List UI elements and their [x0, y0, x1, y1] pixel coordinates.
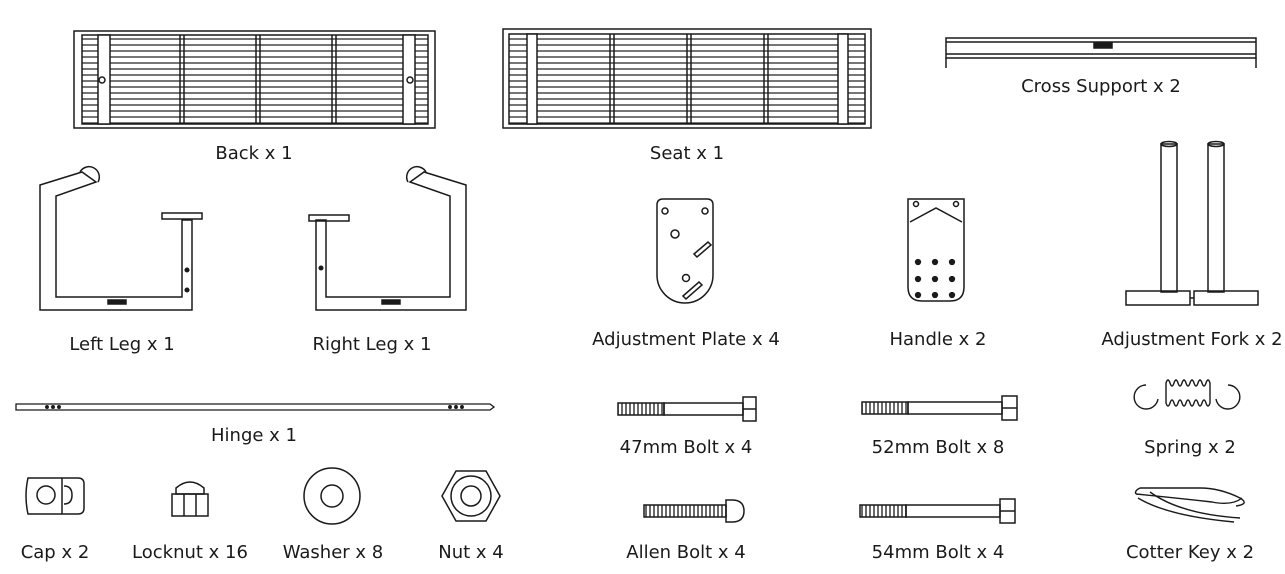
right-leg-drawing: [309, 167, 466, 310]
allen-bolt-drawing: [644, 500, 744, 522]
label-back: Back x 1: [215, 143, 293, 164]
label-bolt-47mm: 47mm Bolt x 4: [619, 437, 753, 458]
bolt-54mm-drawing: [860, 499, 1015, 523]
left-leg-drawing: [40, 167, 202, 310]
label-seat: Seat x 1: [649, 143, 725, 164]
label-nut: Nut x 4: [438, 542, 504, 563]
adjustment-fork-drawing: [1126, 142, 1258, 306]
cotter-key-drawing: [1136, 488, 1245, 522]
hinge-drawing: [16, 404, 494, 410]
label-right-leg: Right Leg x 1: [312, 334, 432, 355]
label-hinge: Hinge x 1: [211, 425, 297, 446]
cross-support-drawing: [946, 38, 1256, 68]
seat-panel-drawing: [503, 29, 871, 128]
label-cross-support: Cross Support x 2: [1021, 76, 1181, 97]
cap-drawing: [26, 478, 84, 514]
label-spring: Spring x 2: [1144, 437, 1236, 458]
bolt-52mm-drawing: [862, 396, 1017, 420]
label-adjustment-fork: Adjustment Fork x 2: [1101, 329, 1283, 350]
label-washer: Washer x 8: [282, 542, 384, 563]
label-cotter-key: Cotter Key x 2: [1125, 542, 1255, 563]
label-adjustment-plate: Adjustment Plate x 4: [592, 329, 780, 350]
label-locknut: Locknut x 16: [132, 542, 248, 563]
handle-drawing: [908, 199, 964, 301]
spring-drawing: [1134, 380, 1240, 409]
adjustment-plate-drawing: [657, 199, 713, 303]
locknut-drawing: [172, 482, 208, 516]
back-panel-drawing: [74, 31, 435, 128]
label-bolt-52mm: 52mm Bolt x 8: [871, 437, 1005, 458]
label-bolt-54mm: 54mm Bolt x 4: [871, 542, 1005, 563]
label-cap: Cap x 2: [20, 542, 90, 563]
washer-drawing: [304, 468, 360, 524]
label-left-leg: Left Leg x 1: [69, 334, 175, 355]
label-allen-bolt: Allen Bolt x 4: [626, 542, 746, 563]
nut-drawing: [442, 471, 500, 521]
label-handle: Handle x 2: [889, 329, 987, 350]
bolt-47mm-drawing: [618, 397, 756, 421]
